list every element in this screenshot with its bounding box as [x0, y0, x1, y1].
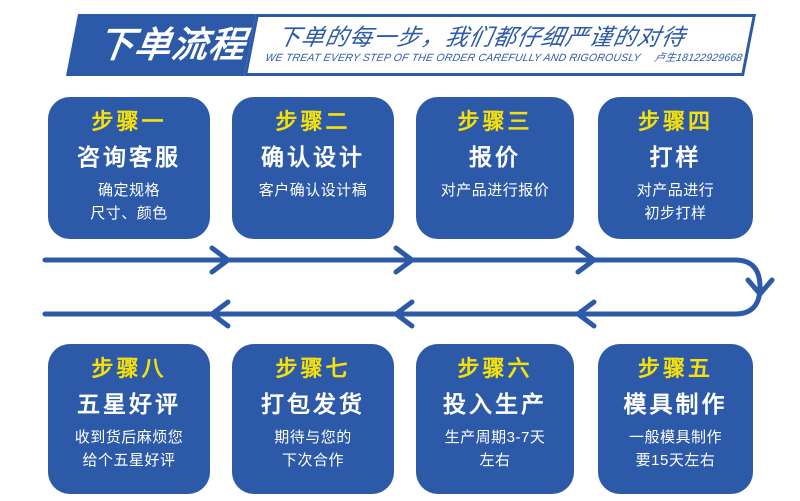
step-card-2[interactable]: 步骤二 确认设计 客户确认设计稿 [232, 97, 394, 239]
step-card-2-title: 确认设计 [261, 144, 365, 170]
step-card-4-label: 步骤四 [637, 109, 713, 134]
step-card-4-desc: 对产品进行 初步打样 [598, 179, 753, 226]
step-card-5-desc-line-2: 要15天左右 [635, 452, 716, 470]
step-card-1[interactable]: 步骤一 咨询客服 确定规格 尺寸、颜色 [48, 97, 210, 239]
chevron-left-icon [575, 299, 597, 329]
step-card-3-desc: 对产品进行报价 [416, 179, 574, 202]
step-card-1-desc-line-1: 确定规格 [97, 182, 160, 199]
step-card-4-title: 打样 [649, 144, 702, 170]
step-card-8-title: 五星好评 [77, 391, 181, 417]
header-subtitle-english: WE TREAT EVERY STEP OF THE ORDER CAREFUL… [264, 52, 642, 64]
step-card-1-desc: 确定规格 尺寸、颜色 [48, 179, 210, 226]
step-card-3-label: 步骤三 [457, 109, 533, 134]
step-card-1-label: 步骤一 [91, 109, 167, 134]
step-card-6-desc-line-1: 生产周期3-7天 [444, 429, 546, 446]
step-card-1-title: 咨询客服 [77, 144, 181, 170]
header-badge-label: 下单流程 [95, 24, 249, 65]
step-card-7-label: 步骤七 [275, 356, 351, 381]
step-card-6-title: 投入生产 [443, 391, 547, 417]
step-card-2-desc: 客户确认设计稿 [232, 179, 394, 202]
step-card-7-title: 打包发货 [261, 391, 365, 417]
step-card-8-label: 步骤八 [91, 356, 167, 381]
chevron-right-icon [393, 245, 415, 275]
header-contact: 卢生18122929668 [653, 52, 744, 64]
chevron-right-icon [575, 245, 597, 275]
step-card-6[interactable]: 步骤六 投入生产 生产周期3-7天 左右 [416, 344, 574, 494]
header-panel: 下单的每一步，我们都仔细严谨的对待 WE TREAT EVERY STEP OF… [252, 16, 753, 74]
step-card-7-desc-line-2: 下次合作 [281, 452, 344, 470]
flow-path [42, 257, 763, 317]
step-card-3-desc-line-1: 对产品进行报价 [440, 182, 550, 199]
flow-connector [42, 245, 775, 329]
step-card-2-label: 步骤二 [275, 109, 351, 134]
step-card-4-desc-line-1: 对产品进行 [636, 182, 715, 199]
step-card-1-desc-line-2: 尺寸、颜色 [90, 205, 168, 223]
step-card-7-desc-line-1: 期待与您的 [274, 429, 352, 446]
step-card-4[interactable]: 步骤四 打样 对产品进行 初步打样 [598, 97, 753, 239]
step-card-3-title: 报价 [469, 144, 521, 170]
step-card-4-desc-line-2: 初步打样 [644, 205, 707, 223]
step-card-2-desc-line-1: 客户确认设计稿 [258, 182, 368, 199]
chevron-right-icon [209, 245, 231, 275]
step-card-5-title: 模具制作 [623, 391, 728, 417]
step-card-6-label: 步骤六 [457, 356, 533, 381]
step-card-5-label: 步骤五 [637, 356, 713, 381]
header-subtitle-row: WE TREAT EVERY STEP OF THE ORDER CAREFUL… [264, 50, 743, 65]
step-card-8-desc-line-1: 收到货后麻烦您 [74, 429, 184, 446]
step-card-5-desc: 一般模具制作 要15天左右 [598, 426, 753, 473]
chevron-left-icon [209, 299, 231, 329]
step-card-7[interactable]: 步骤七 打包发货 期待与您的 下次合作 [232, 344, 394, 494]
step-card-6-desc-line-2: 左右 [479, 452, 511, 470]
step-card-5[interactable]: 步骤五 模具制作 一般模具制作 要15天左右 [598, 344, 753, 494]
chevron-down-icon [745, 277, 775, 297]
step-card-6-desc: 生产周期3-7天 左右 [416, 426, 574, 473]
step-card-3[interactable]: 步骤三 报价 对产品进行报价 [416, 97, 574, 239]
header-title: 下单的每一步，我们都仔细严谨的对待 [275, 24, 689, 50]
chevron-left-icon [393, 299, 415, 329]
step-card-7-desc: 期待与您的 下次合作 [232, 426, 394, 473]
step-card-8-desc-line-2: 给个五星好评 [82, 452, 176, 470]
page-header: 下单流程 下单的每一步，我们都仔细严谨的对待 WE TREAT EVERY ST… [0, 0, 800, 95]
step-card-8[interactable]: 步骤八 五星好评 收到货后麻烦您 给个五星好评 [48, 344, 210, 494]
step-card-5-desc-line-1: 一般模具制作 [628, 429, 722, 446]
step-card-8-desc: 收到货后麻烦您 给个五星好评 [48, 426, 210, 473]
